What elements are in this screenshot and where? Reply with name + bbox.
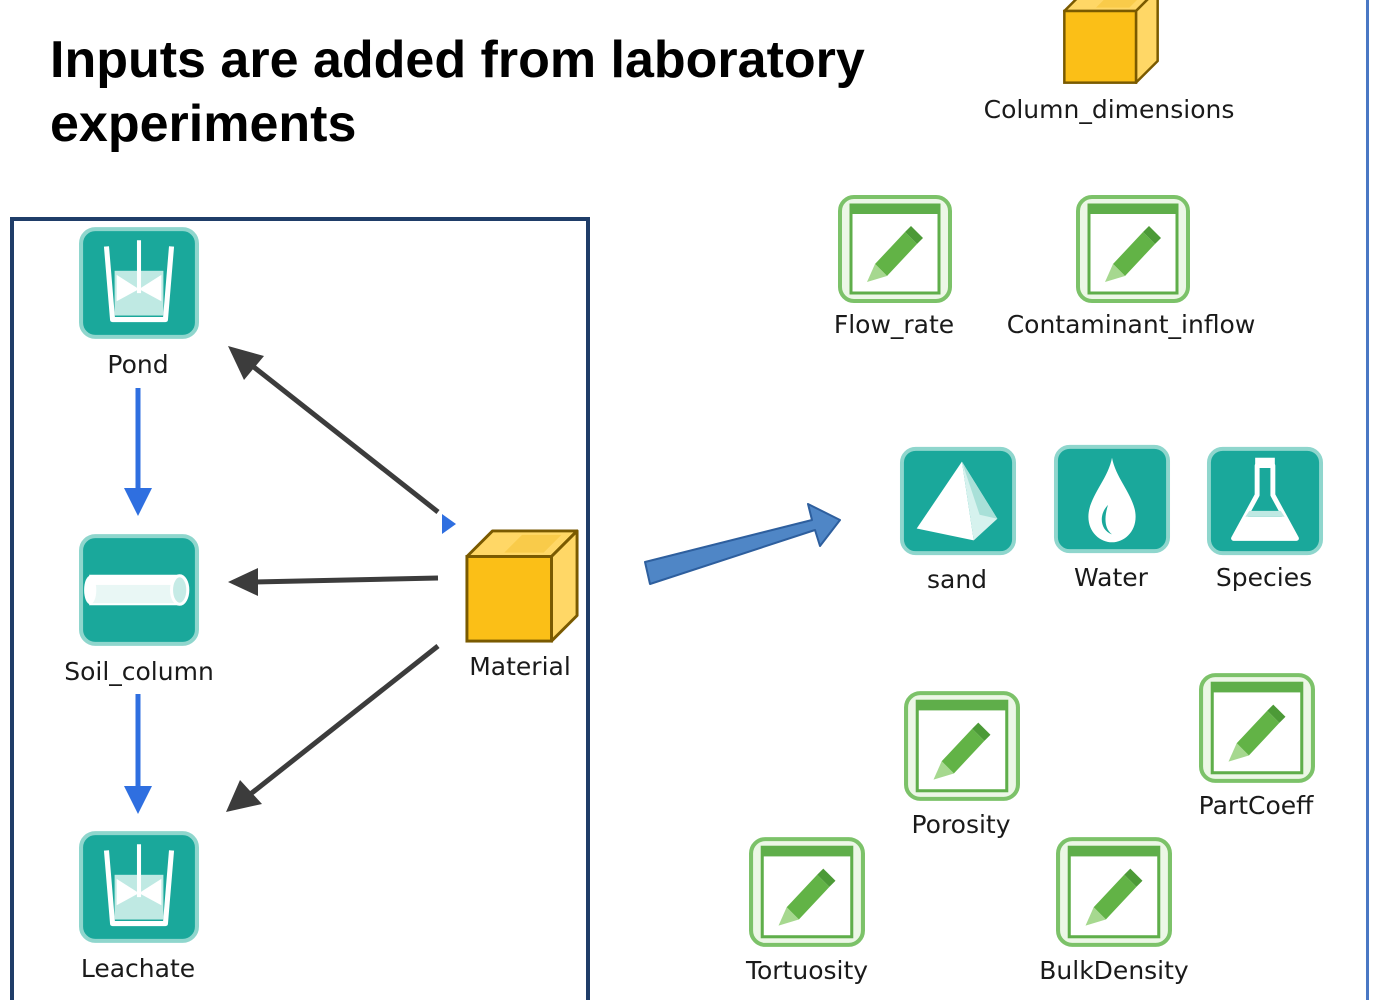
data-edit-icon bbox=[1055, 836, 1173, 948]
fluid-drop-icon bbox=[1053, 443, 1171, 555]
partcoeff-label: PartCoeff bbox=[1198, 791, 1314, 820]
data-edit-icon bbox=[1198, 672, 1316, 784]
column-dimensions-element[interactable] bbox=[1054, 0, 1168, 86]
material-element[interactable] bbox=[460, 527, 584, 645]
sand-label: sand bbox=[926, 565, 988, 594]
soil-column-label: Soil_column bbox=[64, 657, 214, 686]
leachate-label: Leachate bbox=[80, 954, 196, 983]
water-fluid[interactable] bbox=[1053, 443, 1171, 555]
tortuosity-label: Tortuosity bbox=[745, 956, 869, 985]
influence-material-to-soil-column bbox=[228, 568, 439, 596]
contaminant-inflow-data[interactable] bbox=[1075, 194, 1191, 304]
species-flask-icon bbox=[1206, 445, 1324, 557]
water-label: Water bbox=[1074, 563, 1148, 592]
soil-column-pipe-icon bbox=[78, 533, 200, 647]
flow-rate-label: Flow_rate bbox=[833, 310, 955, 339]
porosity-label: Porosity bbox=[911, 810, 1011, 839]
leachate-cell[interactable] bbox=[78, 830, 200, 946]
partcoeff-data[interactable] bbox=[1198, 672, 1316, 784]
data-edit-icon bbox=[748, 836, 866, 948]
flow-pond-to-soil-column bbox=[124, 388, 152, 516]
slide-heading-line-2: experiments bbox=[50, 95, 357, 153]
data-edit-icon bbox=[1075, 194, 1191, 304]
bulkdensity-data[interactable] bbox=[1055, 836, 1173, 948]
cell-leachate-icon bbox=[78, 830, 200, 944]
species-element[interactable] bbox=[1206, 445, 1324, 557]
pond-label: Pond bbox=[107, 350, 169, 379]
porosity-data[interactable] bbox=[903, 690, 1021, 802]
flow-soil-column-to-leachate bbox=[124, 694, 152, 814]
material-label: Material bbox=[469, 652, 571, 681]
data-edit-icon bbox=[837, 194, 953, 304]
element-cube-icon bbox=[460, 527, 584, 645]
influence-material-to-pond bbox=[228, 346, 440, 514]
contaminant-inflow-label: Contaminant_inflow bbox=[1006, 310, 1256, 339]
species-label: Species bbox=[1215, 563, 1313, 592]
slide-heading: Inputs are added from laboratory experim… bbox=[50, 28, 910, 156]
soil-column-cell[interactable] bbox=[78, 533, 200, 649]
element-cube-icon bbox=[1054, 0, 1168, 86]
model-container-frame bbox=[10, 217, 590, 1000]
slide-right-rule bbox=[1366, 0, 1369, 1000]
slide-heading-line-1: Inputs are added from laboratory bbox=[50, 31, 865, 89]
material-expansion-arrow bbox=[644, 503, 841, 585]
influence-material-to-leachate bbox=[226, 644, 440, 812]
bulkdensity-label: BulkDensity bbox=[1039, 956, 1189, 985]
column-dimensions-label: Column_dimensions bbox=[983, 95, 1235, 124]
sand-solid[interactable] bbox=[899, 445, 1017, 557]
cell-pond-icon bbox=[78, 226, 200, 340]
flow-rate-data[interactable] bbox=[837, 194, 953, 304]
influence-port-marker bbox=[442, 514, 456, 534]
tortuosity-data[interactable] bbox=[748, 836, 866, 948]
data-edit-icon bbox=[903, 690, 1021, 802]
solid-pyramid-icon bbox=[899, 445, 1017, 557]
